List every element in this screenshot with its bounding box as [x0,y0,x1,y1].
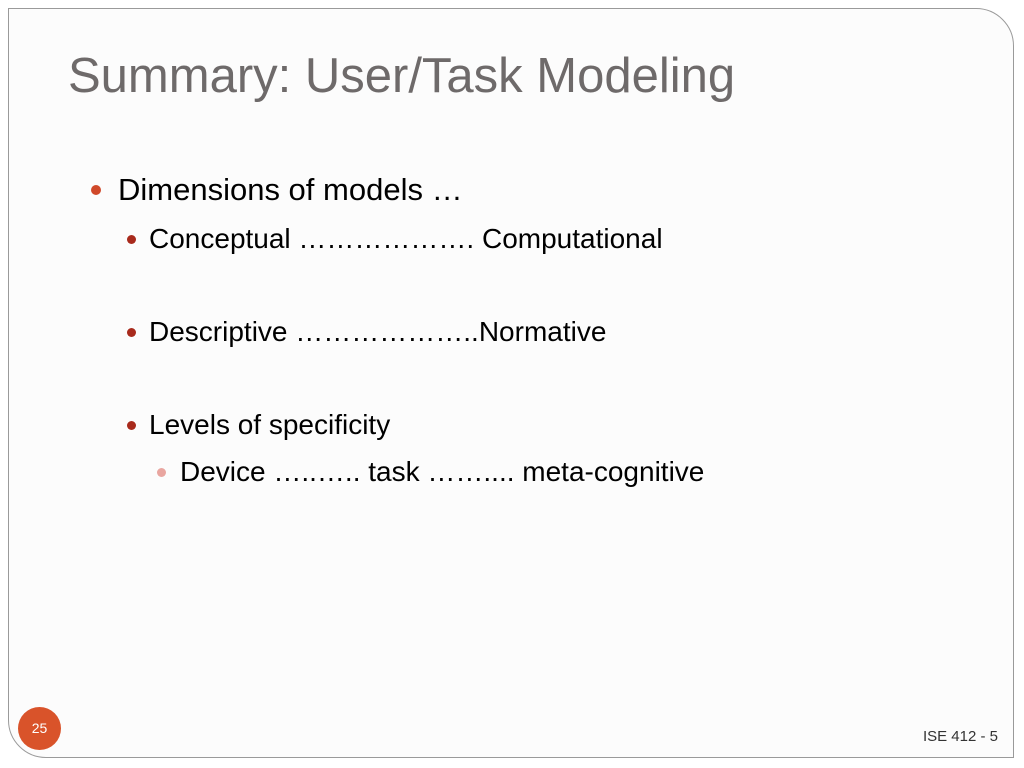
bullet-dot-icon [91,185,101,195]
bullet-dot-icon [127,328,136,337]
bullet-dimensions-of-models: Dimensions of models … [91,170,463,210]
bullet-text: Descriptive ………………..Normative [149,316,607,347]
bullet-dot-icon [127,235,136,244]
bullet-descriptive-normative: Descriptive ………………..Normative [127,314,607,350]
bullet-conceptual-computational: Conceptual ………………. Computational [127,221,663,257]
bullet-dot-icon [157,468,166,477]
slide-title: Summary: User/Task Modeling [68,49,736,103]
footer-course-label: ISE 412 - 5 [922,728,998,745]
page-number-badge: 25 [18,707,61,750]
bullet-text: Levels of specificity [149,409,391,440]
bullet-device-task-metacognitive: Device …..….. task …….... meta-cognitive [157,454,705,490]
bullet-text: Device …..….. task …….... meta-cognitive [180,456,705,487]
slide-frame [8,8,1014,758]
bullet-levels-of-specificity: Levels of specificity [127,407,391,443]
bullet-text: Conceptual ………………. Computational [149,223,663,254]
bullet-dot-icon [127,421,136,430]
bullet-text: Dimensions of models … [118,172,463,207]
